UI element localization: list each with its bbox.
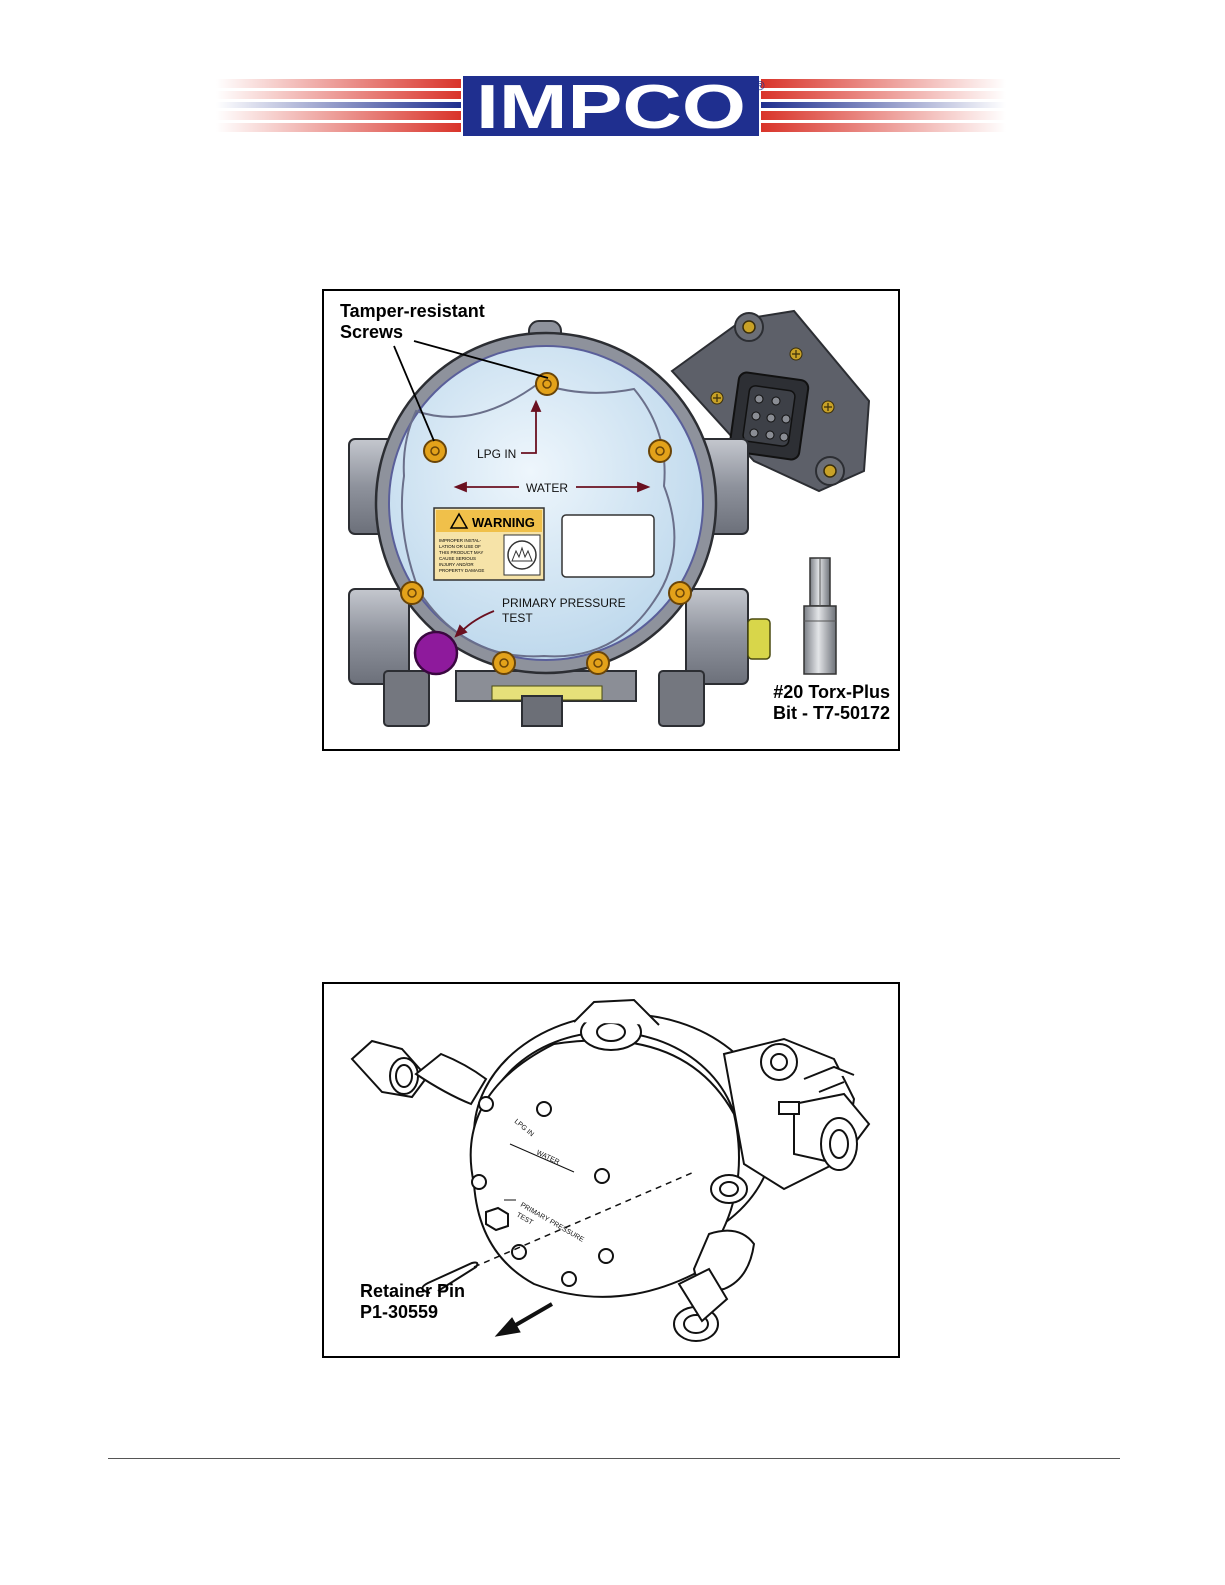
- callout-retainer-pin-line2: P1-30559: [360, 1302, 465, 1323]
- removal-arrow: [496, 1304, 552, 1336]
- warning-body-line: PROPERTY DAMAGE: [439, 568, 484, 573]
- registered-mark: ®: [755, 78, 765, 93]
- torx-plus-bit: [804, 558, 836, 674]
- primary-pressure-label: PRIMARY PRESSURE: [502, 596, 626, 610]
- regulator-front-illustration: LPG IN WATER WARNING IMPROPER INSTAL- LA…: [324, 291, 898, 749]
- warning-body-line: THIS PRODUCT MAY: [439, 550, 483, 555]
- warning-title: WARNING: [472, 515, 535, 530]
- logo-text: IMPCO: [476, 76, 746, 136]
- callout-screws: Tamper-resistant: [340, 301, 485, 322]
- warning-body-line: IMPROPER INSTAL-: [439, 538, 482, 543]
- figure-regulator-front: LPG IN WATER WARNING IMPROPER INSTAL- LA…: [322, 289, 900, 751]
- callout-retainer-pin: Retainer Pin: [360, 1281, 465, 1302]
- lpg-in-label: LPG IN: [477, 447, 516, 461]
- footer-divider: [108, 1458, 1120, 1459]
- callout-bit-line2: Bit - T7-50172: [773, 703, 890, 724]
- water-label: WATER: [526, 481, 568, 495]
- callout-screws-line2: Screws: [340, 322, 485, 343]
- test-label: TEST: [502, 611, 533, 625]
- blank-label-plate: [562, 515, 654, 577]
- warning-body-line: INJURY AND/OR: [439, 562, 474, 567]
- impco-logo: IMPCO ®: [216, 76, 1006, 136]
- primary-pressure-test-port: [415, 632, 457, 674]
- warning-body-line: LATION OR USE OF: [439, 544, 481, 549]
- warning-body-line: CAUSE SERIOUS: [439, 556, 476, 561]
- figure-regulator-retainer-pin: LPG IN WATER PRIMARY PRESSURE TEST Retai…: [322, 982, 900, 1358]
- callout-bit: #20 Torx-Plus: [773, 682, 890, 703]
